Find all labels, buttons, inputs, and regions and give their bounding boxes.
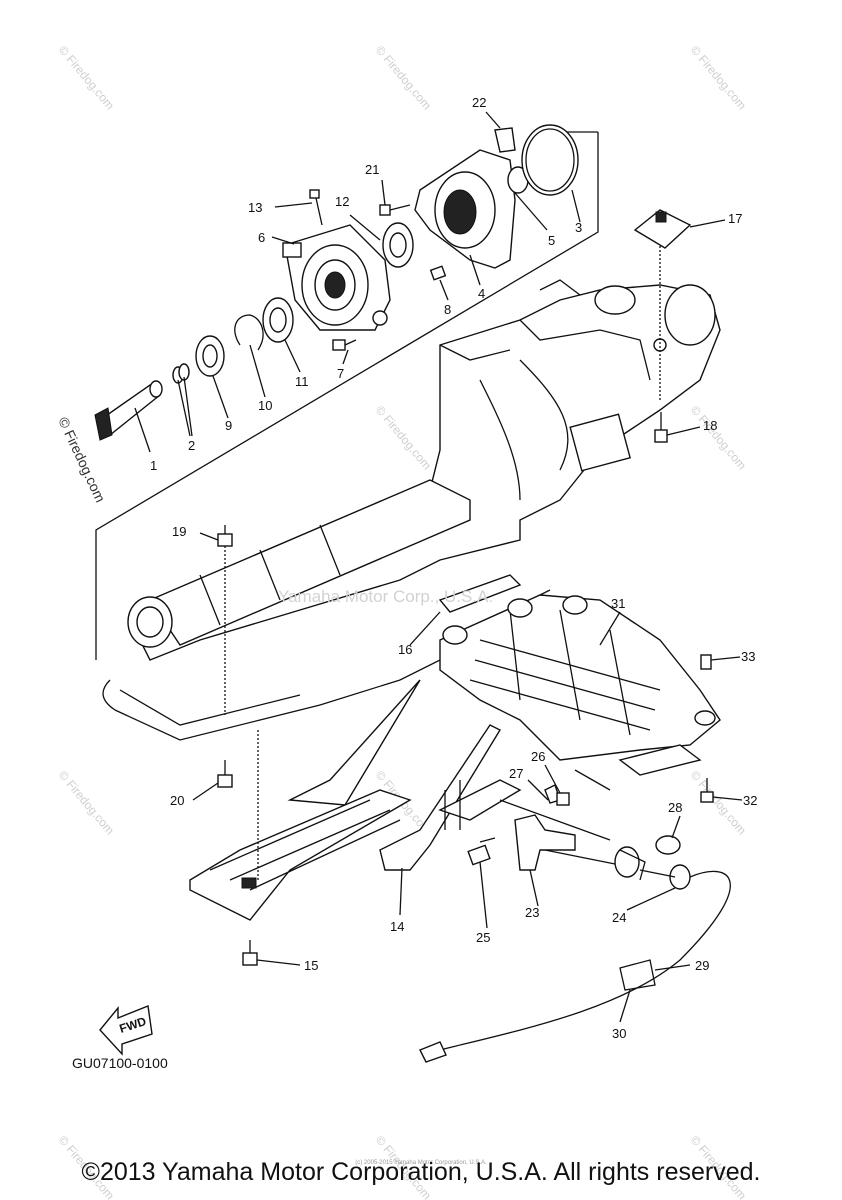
- fwd-arrow-icon: FWD: [99, 1005, 153, 1056]
- watermark: © Firedog.com: [373, 43, 434, 112]
- callout-33: 33: [741, 649, 755, 664]
- callout-24: 24: [612, 910, 626, 925]
- watermark: © Firedog.com: [688, 43, 749, 112]
- callout-27: 27: [509, 766, 523, 781]
- diagram-code: GU07100-0100: [72, 1055, 168, 1071]
- callout-14: 14: [390, 919, 404, 934]
- callout-22: 22: [472, 95, 486, 110]
- part-9-bearing: [195, 335, 225, 377]
- callout-13: 13: [248, 200, 262, 215]
- callout-3: 3: [575, 220, 582, 235]
- callout-11: 11: [295, 374, 309, 389]
- callout-26: 26: [531, 749, 545, 764]
- callout-19: 19: [172, 524, 186, 539]
- watermark: © Firedog.com: [373, 403, 434, 472]
- part-3-o-ring: [521, 124, 579, 196]
- part-22-gasket: [494, 127, 516, 153]
- callout-23: 23: [525, 905, 539, 920]
- part-33-bolt: [700, 654, 712, 670]
- callout-20: 20: [170, 793, 184, 808]
- callout-12: 12: [335, 194, 349, 209]
- watermark: © Firedog.com: [56, 768, 117, 837]
- part-15-base: [189, 730, 412, 966]
- part-7-bolt: [332, 339, 357, 351]
- callout-4: 4: [478, 286, 485, 301]
- callout-21: 21: [365, 162, 379, 177]
- linkage-assembly: [419, 769, 731, 1063]
- part-16-spacer: [438, 574, 522, 613]
- callout-8: 8: [444, 302, 451, 317]
- callout-7: 7: [337, 366, 344, 381]
- part-21-bolt: [379, 204, 411, 216]
- callout-5: 5: [548, 233, 555, 248]
- part-18-bolt: [654, 412, 668, 443]
- center-watermark: Yamaha Motor Corp., U.S.A.: [278, 587, 493, 606]
- callout-18: 18: [703, 418, 717, 433]
- callout-29: 29: [695, 958, 709, 973]
- shaft-tube: [127, 479, 471, 648]
- callout-32: 32: [743, 793, 757, 808]
- callout-2: 2: [188, 438, 195, 453]
- callout-1: 1: [150, 458, 157, 473]
- watermark: © Firedog.com: [56, 43, 117, 112]
- part-11-bearing: [262, 297, 294, 343]
- part-12-bearing: [382, 222, 414, 268]
- watermark: © Firedog.com: [688, 768, 749, 837]
- callout-17: 17: [728, 211, 742, 226]
- part-1-shaft: [94, 380, 163, 441]
- part-4-cover: [414, 149, 516, 269]
- part-20-bolt: [217, 760, 233, 788]
- callout-10: 10: [258, 398, 272, 413]
- watermark: © Firedog.com: [688, 403, 749, 472]
- leader-lines: [134, 111, 743, 1023]
- callout-6: 6: [258, 230, 265, 245]
- part-10-circlip: [234, 314, 264, 351]
- callout-16: 16: [398, 642, 412, 657]
- callout-labels: 1 2 3 4 5 6 7 8 9 10 11 12 13 14 15 16 1…: [150, 95, 757, 1041]
- copyright-small: (c) 2005-2015 Yamaha Motor Corporation, …: [355, 1160, 487, 1166]
- part-13-bolt: [309, 189, 323, 226]
- part-14-bracket: [287, 679, 522, 871]
- copyright-notice: ©2013 Yamaha Motor Corporation, U.S.A. A…: [81, 1158, 761, 1186]
- part-6-housing: [282, 224, 391, 331]
- part-31-grate: [439, 594, 721, 776]
- callout-15: 15: [304, 958, 318, 973]
- part-8-pin: [429, 265, 447, 281]
- callout-28: 28: [668, 800, 682, 815]
- callout-25: 25: [476, 930, 490, 945]
- callout-9: 9: [225, 418, 232, 433]
- callout-31: 31: [611, 596, 625, 611]
- callout-30: 30: [612, 1026, 626, 1041]
- part-17-plate: [633, 209, 692, 249]
- part-2-o-rings: [172, 363, 190, 384]
